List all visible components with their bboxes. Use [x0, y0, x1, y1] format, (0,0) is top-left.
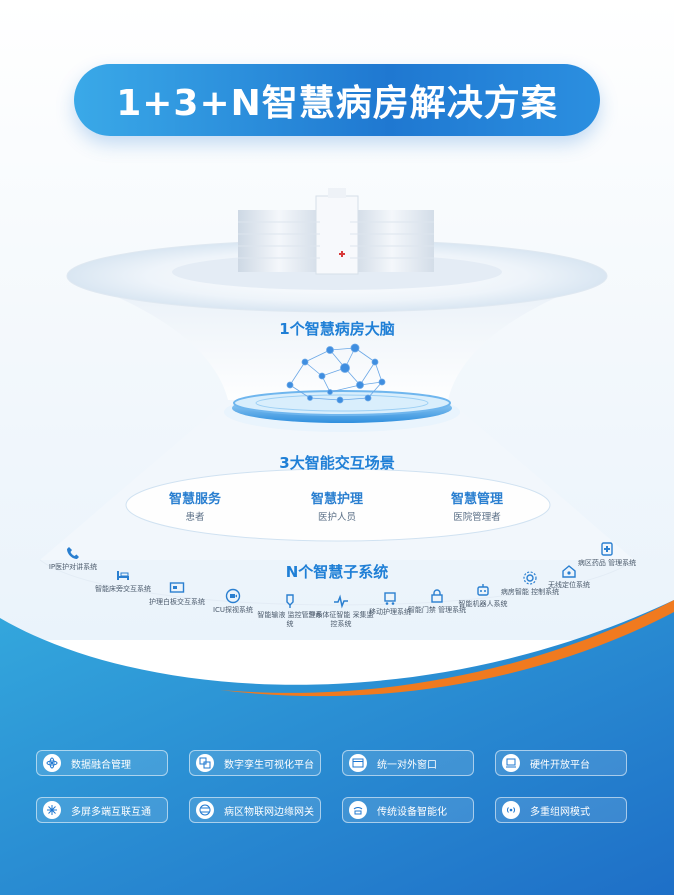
subsystem-label: 病房智能 控制系统 — [500, 588, 560, 596]
subsystem-label: 护理白板交互系统 — [149, 598, 205, 606]
wifi-device-icon — [349, 801, 367, 819]
subsystem-item: 无线定位系统 — [534, 563, 604, 590]
feature-label: 数据融合管理 — [71, 759, 131, 771]
subsystem-label: 生命体征智能 采集监控系统 — [308, 611, 374, 628]
scene-subtitle: 医院管理者 — [453, 512, 501, 523]
subsystem-item: 智能输液 监控管理系统 — [255, 593, 325, 629]
feature-label: 多屏多端互联互通 — [71, 806, 151, 818]
feature-label: 多重组网模式 — [530, 806, 590, 818]
feature-item-multi-screen: 多屏多端互联互通 — [36, 797, 168, 823]
network-icon — [43, 801, 61, 819]
bed-icon — [117, 571, 129, 580]
globe-icon — [196, 801, 214, 819]
subsystem-label: 智能门禁 管理系统 — [407, 606, 467, 614]
feature-item-hardware-platform: 硬件开放平台 — [495, 750, 627, 776]
robot-icon — [477, 584, 489, 596]
subsystem-label: 智能机器人系统 — [458, 600, 508, 608]
subsystem-label: ICU探视系统 — [212, 606, 254, 614]
feature-label: 硬件开放平台 — [530, 759, 590, 771]
subsystem-label: 病区药品 管理系统 — [577, 559, 637, 567]
page-title: 1+3+N智慧病房解决方案 — [116, 83, 558, 124]
subsystems-title: N个智慧子系统 — [285, 563, 389, 581]
atom-icon — [43, 754, 61, 772]
scene-title: 智慧服务 — [168, 492, 221, 507]
subsystem-item: 智能机器人系统 — [448, 582, 518, 609]
phone-icon — [67, 547, 79, 559]
feature-item-unified-window: 统一对外窗口 — [342, 750, 474, 776]
subsystem-label: 移动护理系统 — [369, 608, 411, 616]
subsystem-label: 智能输液 监控管理系统 — [257, 611, 323, 628]
feature-label: 统一对外窗口 — [377, 759, 437, 771]
feature-item-digital-twin: 数字孪生可视化平台 — [189, 750, 321, 776]
medicine-icon — [601, 542, 613, 556]
hospital-building — [238, 188, 434, 275]
feature-item-network-mode: 多重组网模式 — [495, 797, 627, 823]
hardware-icon — [502, 754, 520, 772]
brain-network-icon — [286, 343, 386, 404]
scene-subtitle: 患者 — [185, 512, 205, 523]
scene-subtitle: 医护人员 — [317, 512, 356, 523]
feature-label: 传统设备智能化 — [377, 806, 447, 818]
signal-icon — [502, 801, 520, 819]
subsystem-label: IP医护对讲系统 — [48, 563, 98, 571]
scene-item-management: 智慧管理 医院管理者 — [432, 488, 522, 523]
brain-title: 1个智慧病房大脑 — [279, 320, 395, 338]
subsystem-item: 智能门禁 管理系统 — [402, 588, 472, 615]
scene-item-service: 智慧服务 患者 — [150, 488, 240, 523]
scene-item-nursing: 智慧护理 医护人员 — [292, 488, 382, 523]
subsystem-item: 护理白板交互系统 — [142, 580, 212, 607]
subsystem-item: 智能床旁交互系统 — [88, 567, 158, 594]
feature-item-iot-gateway: 病区物联网边缘网关 — [189, 797, 321, 823]
infusion-icon — [286, 594, 294, 608]
subsystem-item: 病区药品 管理系统 — [572, 541, 642, 568]
scene-title: 智慧护理 — [310, 492, 363, 507]
subsystem-item: 移动护理系统 — [355, 590, 425, 617]
whiteboard-icon — [169, 582, 185, 593]
title-banner: 1+3+N智慧病房解决方案 — [74, 64, 600, 136]
subsystem-label: 无线定位系统 — [548, 581, 590, 589]
subsystem-item: 生命体征智能 采集监控系统 — [306, 593, 376, 629]
location-icon — [562, 565, 576, 578]
feature-label: 数字孪生可视化平台 — [224, 759, 314, 771]
pulse-icon — [334, 594, 348, 609]
video-call-icon — [225, 588, 241, 604]
feature-item-data-fusion: 数据融合管理 — [36, 750, 168, 776]
subsystem-item: ICU探视系统 — [198, 588, 268, 615]
scene-title: 智慧管理 — [450, 492, 503, 507]
lock-icon — [431, 589, 443, 603]
feature-item-device-smart: 传统设备智能化 — [342, 797, 474, 823]
cart-icon — [384, 592, 396, 605]
window-icon — [349, 754, 367, 772]
subsystem-item: 病房智能 控制系统 — [495, 570, 565, 597]
scenes-title: 3大智能交互场景 — [279, 454, 395, 472]
subsystem-item: IP医护对讲系统 — [38, 545, 108, 572]
gear-icon — [523, 571, 537, 585]
layers-icon — [196, 754, 214, 772]
subsystem-label: 智能床旁交互系统 — [95, 585, 151, 593]
feature-label: 病区物联网边缘网关 — [224, 806, 314, 818]
